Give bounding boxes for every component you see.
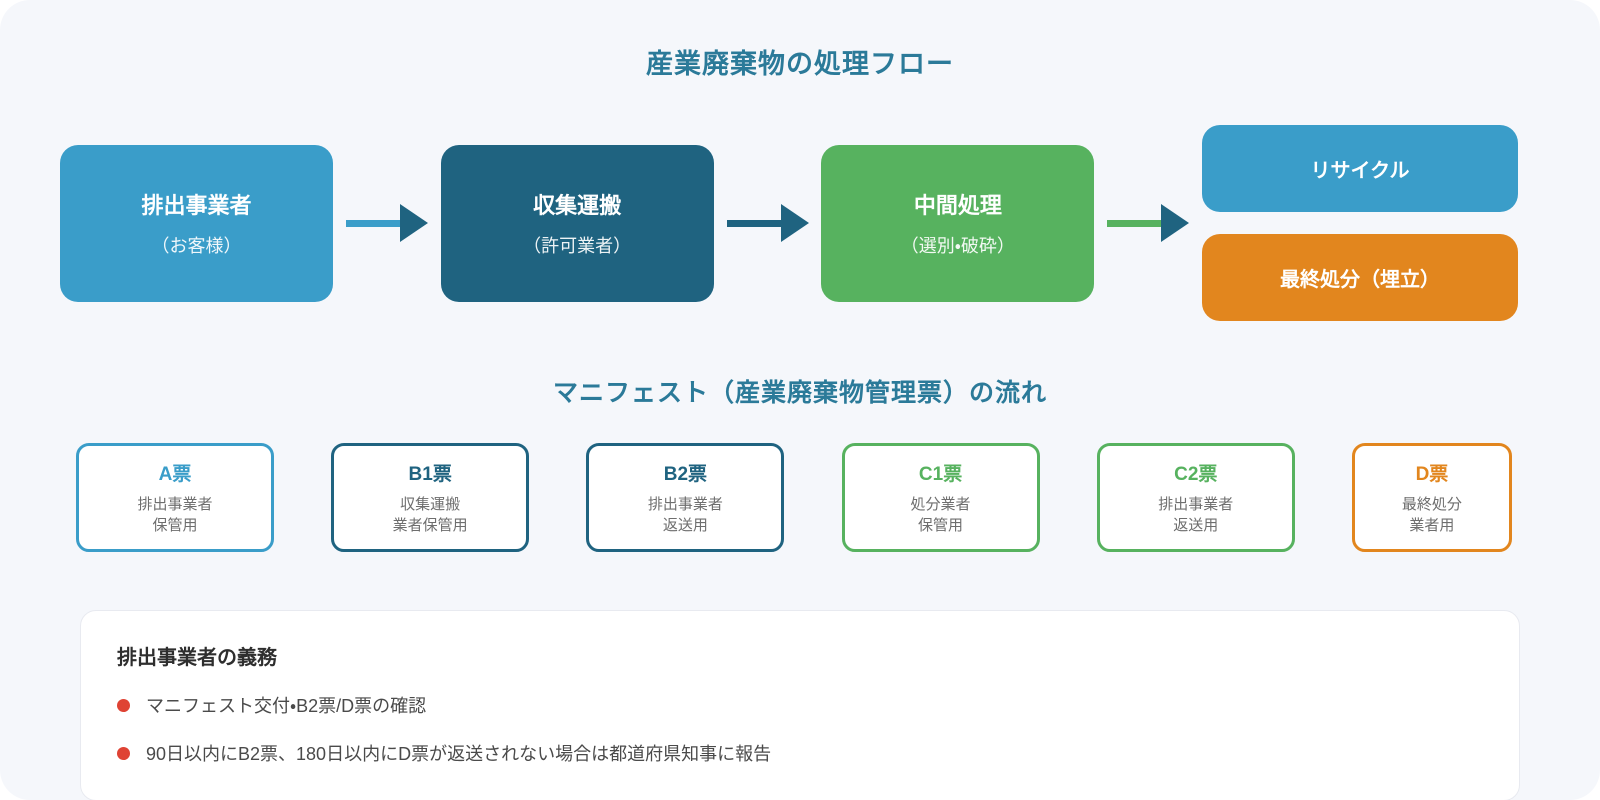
manifest-card-d: D票 最終処分 業者用: [1351, 443, 1512, 552]
obligation-text: マニフェスト交付・B2票/D票の確認: [146, 696, 427, 716]
obligations-panel: 排出事業者の義務 マニフェスト交付・B2票/D票の確認 90日以内にB2票、18…: [80, 610, 1520, 800]
obligation-item: 90日以内にB2票、180日以内にD票が返送されない場合は都道府県知事に報告: [117, 740, 1483, 766]
manifest-card-a: A票 排出事業者 保管用: [76, 443, 274, 552]
arrow-right-icon: [333, 204, 441, 242]
manifest-card-desc: 処分業者 保管用: [910, 496, 971, 534]
manifest-card-desc: 排出事業者 保管用: [137, 496, 213, 534]
flow-node-generator: 排出事業者 （お客様）: [60, 144, 333, 302]
outcome-final-disposal: 最終処分（埋立）: [1202, 234, 1519, 321]
obligation-item: マニフェスト交付・B2票/D票の確認: [117, 692, 1483, 718]
manifest-card-b1: B1票 収集運搬 業者保管用: [331, 443, 530, 552]
flow-node-transport: 収集運搬 （許可業者）: [440, 144, 714, 302]
manifest-card-label: B1票: [408, 464, 452, 485]
manifest-card-label: B2票: [663, 464, 708, 485]
arrow-line: [1107, 219, 1162, 227]
manifest-card-label: A票: [158, 464, 192, 485]
obligation-text: 90日以内にB2票、180日以内にD票が返送されない場合は都道府県知事に報告: [146, 744, 772, 764]
arrow-right-icon: [714, 204, 822, 242]
manifest-card-b2: B2票 排出事業者 返送用: [586, 443, 785, 552]
obligations-title: 排出事業者の義務: [117, 647, 277, 669]
manifest-card-c2: C2票 排出事業者 返送用: [1096, 443, 1295, 552]
flow-node-subtitle: （選別・破砕）: [900, 236, 1015, 256]
manifest-card-c1: C1票 処分業者 保管用: [841, 443, 1040, 552]
outcome-stack: リサイクル 最終処分（埋立）: [1202, 125, 1519, 321]
flow-node-subtitle: （許可業者）: [523, 236, 632, 256]
arrow-head: [1161, 204, 1190, 242]
manifest-card-label: D票: [1415, 464, 1449, 485]
process-flow-row: 排出事業者 （お客様） 収集運搬 （許可業者） 中間処理 （選別・破砕） リサイ…: [60, 125, 1519, 321]
arrow-line: [345, 219, 400, 227]
page-title: 産業廃棄物の処理フロー: [646, 49, 954, 79]
arrow-right-icon: [1094, 204, 1202, 242]
arrow-line: [726, 219, 781, 227]
manifest-card-desc: 収集運搬 業者保管用: [392, 496, 468, 534]
manifest-section-title: マニフェスト（産業廃棄物管理票）の流れ: [552, 379, 1047, 407]
bullet-dot-icon: [117, 746, 130, 760]
arrow-head: [399, 204, 428, 242]
manifest-card-label: C1票: [918, 464, 963, 485]
manifest-card-desc: 排出事業者 返送用: [1158, 496, 1234, 534]
flow-node-title: 収集運搬: [533, 193, 622, 218]
flow-node-title: 中間処理: [913, 193, 1002, 218]
flow-node-title: 排出事業者: [141, 193, 252, 218]
manifest-cards-row: A票 排出事業者 保管用 B1票 収集運搬 業者保管用 B2票 排出事業者 返送…: [76, 443, 1512, 552]
manifest-card-desc: 排出事業者 返送用: [647, 496, 723, 534]
outcome-recycle: リサイクル: [1202, 125, 1519, 212]
flow-node-intermediate: 中間処理 （選別・破砕）: [821, 144, 1095, 302]
manifest-card-desc: 最終処分 業者用: [1401, 496, 1462, 534]
bullet-dot-icon: [117, 698, 130, 712]
flow-node-subtitle: （お客様）: [151, 236, 242, 256]
arrow-head: [780, 204, 809, 242]
manifest-card-label: C2票: [1174, 464, 1218, 485]
